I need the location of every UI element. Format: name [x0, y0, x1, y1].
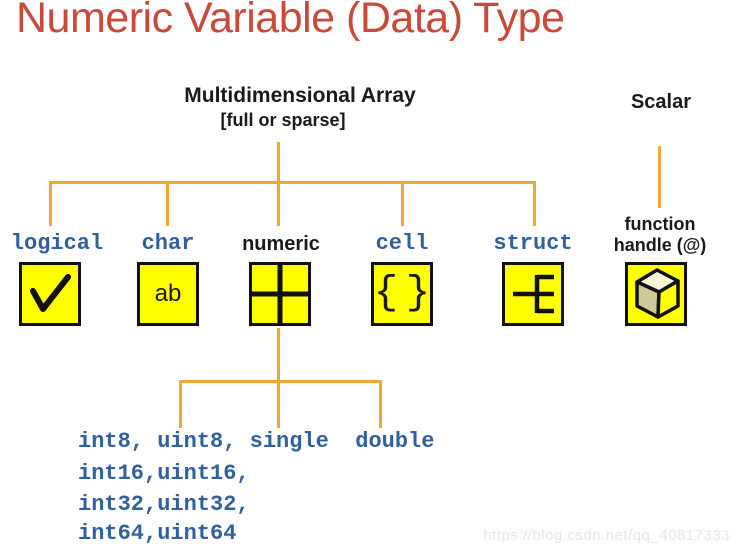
checkmark-icon: [30, 274, 71, 312]
quad-grid-icon: [252, 265, 308, 323]
connector-drop-struct: [533, 181, 536, 226]
scalar-node-label: Scalar: [630, 91, 692, 113]
close-brace-icon: }: [405, 271, 430, 316]
tree-branches-icon: [513, 274, 554, 314]
type-label-struct: struct: [493, 231, 573, 256]
numeric-subtypes-line-1: int8, uint8, single double: [78, 429, 435, 454]
function-handle-icon-box: [625, 262, 687, 326]
connector-drop-cell: [401, 181, 404, 226]
connector-scalar-stem: [658, 146, 661, 208]
numeric-icon-box: [249, 262, 311, 326]
connector-drop-logical: [49, 181, 52, 226]
connector-main-horizontal: [49, 181, 536, 184]
connector-sub-drop-right: [379, 380, 382, 428]
numeric-subtypes-line-4: int64,uint64: [78, 521, 237, 546]
char-icon-box: ab: [137, 262, 199, 326]
type-label-numeric: numeric: [242, 233, 320, 255]
function-handle-line2: handle (@): [613, 235, 707, 255]
function-handle-label: function handle (@): [614, 214, 707, 256]
logical-icon-box: [19, 262, 81, 326]
type-label-char: char: [141, 231, 195, 256]
connector-root-stem: [277, 142, 280, 183]
connector-sub-drop-left: [179, 380, 182, 428]
numeric-subtypes-line-2: int16,uint16,: [78, 461, 250, 486]
page-title: Numeric Variable (Data) Type: [16, 0, 565, 42]
cube-icon: [635, 268, 680, 319]
connector-drop-char: [166, 181, 169, 226]
root-node-sublabel: [full or sparse]: [220, 110, 346, 130]
connector-numeric-sub-stem: [277, 328, 280, 428]
type-label-logical: logical: [10, 231, 104, 256]
connector-drop-numeric: [277, 181, 280, 226]
char-ab-icon: ab: [154, 280, 182, 307]
type-label-cell: cell: [375, 231, 429, 256]
numeric-subtypes-line-3: int32,uint32,: [78, 492, 250, 517]
function-handle-line1: function: [624, 214, 696, 234]
cell-icon-box: {}: [371, 262, 433, 326]
open-brace-icon: {: [374, 271, 399, 316]
root-node-label: Multidimensional Array: [184, 84, 416, 107]
watermark-url: https://blog.csdn.net/qq_40817333: [483, 527, 730, 544]
struct-icon-box: [502, 262, 564, 326]
connector-sub-horizontal: [179, 380, 382, 383]
